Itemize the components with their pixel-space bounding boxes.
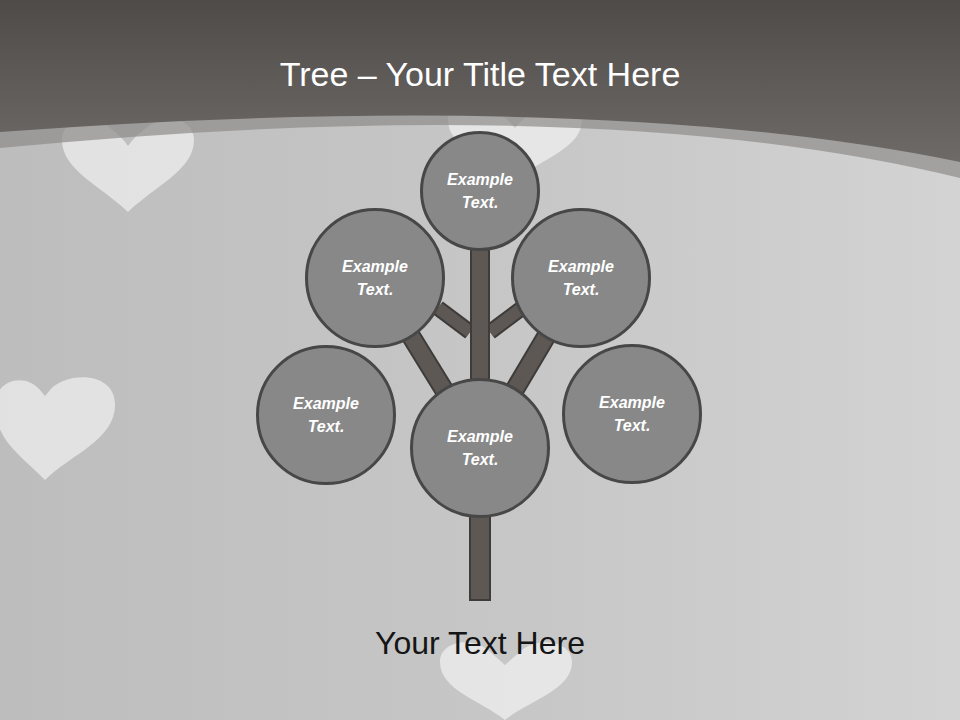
tree-circle: Example Text. [511, 208, 651, 348]
circle-outline [562, 344, 702, 484]
circle-outline [511, 208, 651, 348]
node-text: Example Text. [590, 391, 674, 437]
tree-branch [480, 248, 481, 382]
circle-outline [420, 131, 540, 251]
branch-stroke [470, 248, 490, 382]
tree-branch [410, 335, 445, 392]
circle-outline [305, 208, 445, 348]
node-text: Example Text. [444, 168, 516, 214]
tree-branch [514, 335, 547, 391]
caption-text: Your Text Here [0, 622, 960, 664]
node-text: Example Text. [333, 255, 417, 301]
tree-circle: Example Text. [410, 378, 550, 518]
node-text: Example Text. [539, 255, 623, 301]
branch-stroke [514, 335, 547, 391]
circle-outline [410, 378, 550, 518]
node-text: Example Text. [284, 392, 368, 438]
tree-circle: Example Text. [420, 131, 540, 251]
branch-stroke [514, 335, 547, 391]
circle-outline [256, 345, 396, 485]
branch-stroke [410, 335, 445, 392]
slide-title: Tree – Your Title Text Here [0, 52, 960, 96]
tree-circle: Example Text. [562, 344, 702, 484]
tree-circle: Example Text. [256, 345, 396, 485]
node-text: Example Text. [438, 425, 522, 471]
branch-stroke [410, 335, 445, 392]
tree-circle: Example Text. [305, 208, 445, 348]
branch-stroke [472, 248, 488, 382]
